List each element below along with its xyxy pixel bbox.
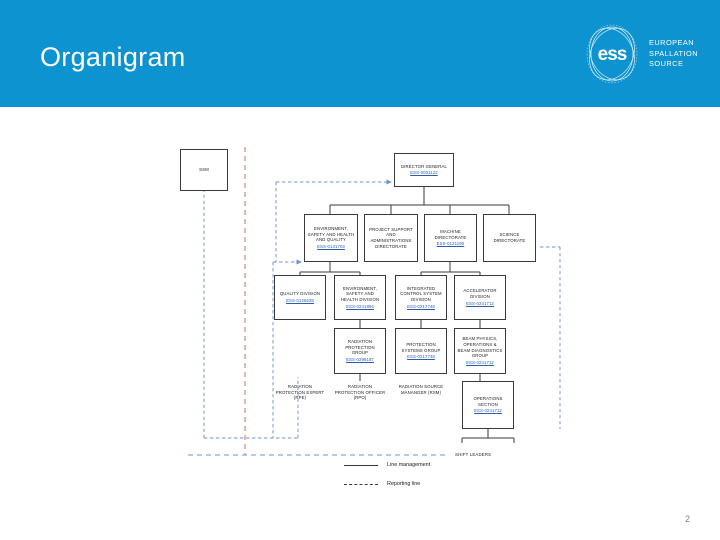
legend-solid-line-icon <box>344 465 378 467</box>
role-radiation-protection-officer: RADIATION PROTECTION OFFICER (RPO) <box>334 384 386 401</box>
legend-item-reporting-line: Reporting line <box>344 481 421 487</box>
node-title: OPERATIONS SECTION <box>473 395 503 407</box>
node-environment-safety-health-division[interactable]: ENVIRONMENT, SAFETY AND HEALTH DIVISION … <box>334 275 386 320</box>
legend-label: Reporting line <box>387 481 421 487</box>
node-title: SCIENCE DIRECTORATE <box>493 232 526 243</box>
page-number: 2 <box>684 514 690 524</box>
legend-dashed-line-icon <box>344 484 378 486</box>
node-quality-division[interactable]: QUALITY DIVISION ESS-0126528 <box>274 275 326 320</box>
header-band: Organigram ess EUROPEAN SPALLATION SOURC… <box>0 0 720 107</box>
node-title: MACHINE DIRECTORATE <box>434 228 467 240</box>
node-ssm[interactable]: SSM <box>180 149 228 191</box>
node-title: DIRECTOR GENERAL <box>400 163 447 169</box>
node-title: RADIATION PROTECTION GROUP <box>345 339 375 356</box>
node-protection-systems-group[interactable]: PROTECTION SYSTEMS GROUP ESS-0217748 <box>395 328 447 374</box>
node-title: PROTECTION SYSTEMS GROUP <box>401 341 441 353</box>
brand-wordmark: EUROPEAN SPALLATION SOURCE <box>649 38 698 70</box>
org-chart-connectors <box>188 147 561 456</box>
node-science-directorate[interactable]: SCIENCE DIRECTORATE <box>483 214 536 262</box>
node-doc-link[interactable]: ESS-0217748 <box>407 354 435 360</box>
node-doc-link[interactable]: ESS-0217748 <box>407 303 435 309</box>
node-title: ACCELERATOR DIVISION <box>463 288 497 300</box>
node-doc-link[interactable]: ESS-0121190 <box>436 241 465 247</box>
node-machine-directorate[interactable]: MACHINE DIRECTORATE ESS-0121190 <box>424 214 477 262</box>
node-environment-safety-health-quality[interactable]: ENVIRONMENT, SAFETY AND HEALTH AND QUALI… <box>304 214 358 262</box>
node-title: BEAM PHYSICS, OPERATIONS & BEAM DIAGNOST… <box>457 336 503 359</box>
node-title: SSM <box>199 167 209 173</box>
legend-label: Line management <box>387 462 431 468</box>
node-radiation-protection-group[interactable]: RADIATION PROTECTION GROUP ESS-0298187 <box>334 328 386 374</box>
node-accelerator-division[interactable]: ACCELERATOR DIVISION ESS-0241712 <box>454 275 506 320</box>
node-title: ENVIRONMENT, SAFETY AND HEALTH AND QUALI… <box>307 226 355 243</box>
node-beam-physics-operations-diagnostics-group[interactable]: BEAM PHYSICS, OPERATIONS & BEAM DIAGNOST… <box>454 328 506 374</box>
page-title: Organigram <box>40 42 186 72</box>
node-title: INTEGRATED CONTROL SYSTEM DIVISION <box>400 285 442 302</box>
svg-text:ess: ess <box>598 44 627 65</box>
brand-line-3: SOURCE <box>649 59 684 69</box>
node-doc-link[interactable]: ESS-0241994 <box>346 303 374 309</box>
node-integrated-control-system-division[interactable]: INTEGRATED CONTROL SYSTEM DIVISION ESS-0… <box>395 275 447 320</box>
node-doc-link[interactable]: ESS-0241712 <box>466 359 494 365</box>
node-director-general[interactable]: DIRECTOR GENERAL ESS-0001122 <box>394 153 454 187</box>
role-radiation-source-mananger: RADIATION SOURCE MANANGER (RSM) <box>398 384 444 395</box>
node-doc-link[interactable]: ESS-0131703 <box>317 244 345 250</box>
node-operations-section[interactable]: OPERATIONS SECTION ESS-0241712 <box>462 381 514 429</box>
node-title: QUALITY DIVISION <box>279 291 321 297</box>
node-title: ENVIRONMENT, SAFETY AND HEALTH DIVISION <box>340 285 380 302</box>
node-project-support-administrations-directorate[interactable]: PROJECT SUPPORT AND ADMINISTRATIONS DIRE… <box>364 214 418 262</box>
legend-item-line-management: Line management <box>344 462 431 468</box>
role-radiation-protection-expert: RADIATION PROTECTION EXPERT (RPE) <box>275 384 325 401</box>
ess-brand-logo: ess EUROPEAN SPALLATION SOURCE <box>582 24 698 84</box>
node-title: PROJECT SUPPORT AND ADMINISTRATIONS DIRE… <box>369 226 413 249</box>
node-doc-link[interactable]: ESS-0001122 <box>410 170 438 176</box>
node-doc-link[interactable]: ESS-0298187 <box>346 357 374 363</box>
ess-logo-icon: ess <box>586 24 638 84</box>
brand-line-1: EUROPEAN <box>649 38 695 48</box>
node-doc-link[interactable]: ESS-0241712 <box>474 408 502 414</box>
node-doc-link[interactable]: ESS-0126528 <box>286 297 314 303</box>
label-shift-leaders: SHIFT LEADERS <box>455 452 492 457</box>
node-doc-link[interactable]: ESS-0241712 <box>466 300 494 306</box>
brand-line-2: SPALLATION <box>649 48 698 58</box>
organigram-chart: SSM DIRECTOR GENERAL ESS-0001122 ENVIRON… <box>0 107 720 540</box>
